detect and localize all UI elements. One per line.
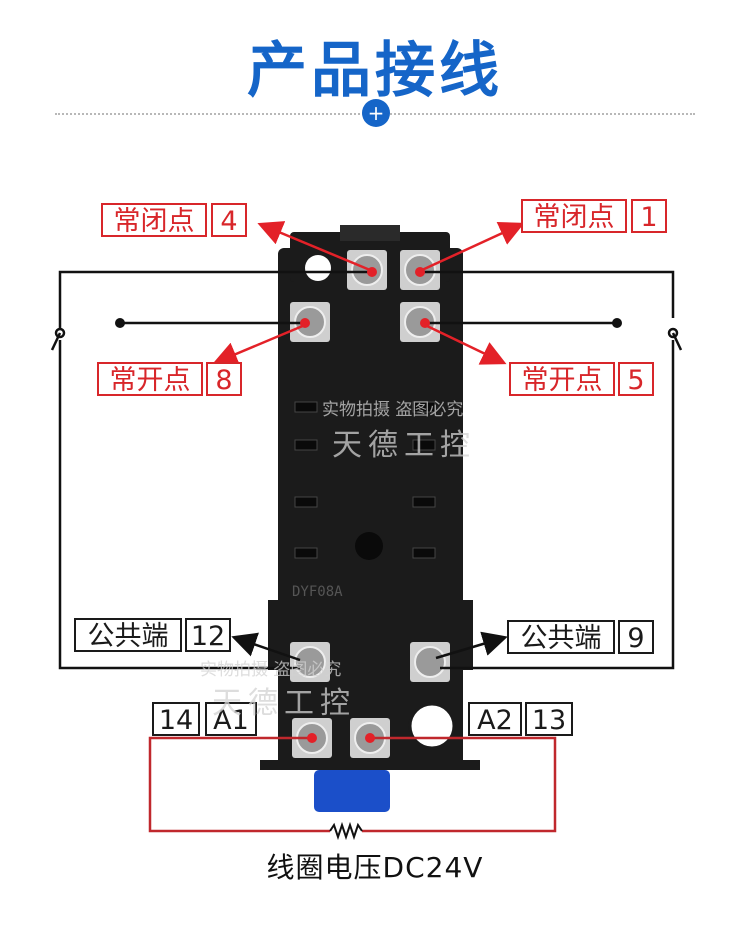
plus-icon: + [362, 99, 390, 127]
com-arrows [231, 631, 508, 662]
label-com-right-num: 9 [618, 620, 654, 654]
label-nc-left-num: 4 [211, 203, 247, 237]
coil-voltage-caption: 线圈电压DC24V [266, 851, 484, 884]
terminal-4 [347, 250, 387, 290]
label-nc-left: 常闭点 [101, 203, 207, 237]
coil-resistor [329, 821, 363, 841]
switch-contacts [50, 327, 683, 351]
watermark-large-top: 天德工控 [332, 428, 476, 463]
no-right-node [612, 318, 622, 328]
watermark-small-bottom: 实物拍摄 盗图必究 [200, 660, 342, 680]
label-coil-right-num: 13 [525, 702, 573, 736]
watermark-large-bottom: 天德工控 [212, 686, 356, 721]
terminal-12 [290, 642, 330, 682]
label-coil-left: A1 [205, 702, 257, 736]
label-coil-right: A2 [468, 702, 522, 736]
label-nc-right-num: 1 [631, 199, 667, 233]
watermark-small-top: 实物拍摄 盗图必究 [322, 400, 464, 420]
model-mark: DYF08A [292, 584, 343, 600]
label-no-right-num: 5 [618, 362, 654, 396]
terminal-8 [290, 302, 330, 342]
terminal-9 [410, 642, 450, 682]
nc-circuit [58, 270, 675, 670]
label-no-right: 常开点 [509, 362, 615, 396]
mounting-hole-top [305, 255, 331, 281]
label-no-left-num: 8 [206, 362, 242, 396]
label-com-right: 公共端 [507, 620, 615, 654]
page-title: 产品接线 [247, 36, 503, 106]
nc-no-arrows [212, 221, 525, 366]
coil-circuit [148, 736, 557, 833]
label-com-left: 公共端 [74, 618, 182, 652]
din-clip [314, 770, 390, 812]
label-coil-left-num: 14 [152, 702, 200, 736]
no-left-node [115, 318, 125, 328]
label-nc-right: 常闭点 [521, 199, 627, 233]
label-com-left-num: 12 [185, 618, 231, 652]
label-no-left: 常开点 [97, 362, 203, 396]
mounting-hole [408, 702, 456, 750]
